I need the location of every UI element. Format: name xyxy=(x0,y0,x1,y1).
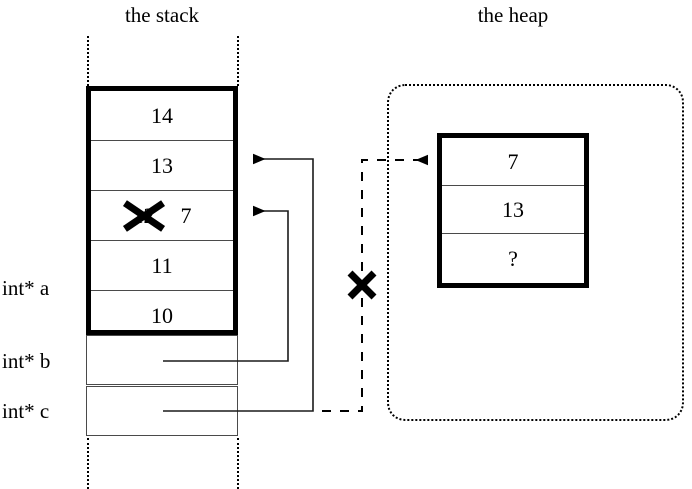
stack-guide-top-left xyxy=(87,36,89,86)
variable-label-c: int* c xyxy=(2,399,50,423)
stack-cell-3: 11 xyxy=(91,241,233,291)
stack-guide-bottom-right xyxy=(237,438,239,489)
stack-slot-b xyxy=(86,335,238,385)
stack-cell-3-value: 11 xyxy=(151,252,173,278)
stack-cell-2: 12 7 xyxy=(91,191,233,241)
stack-box: 14 13 12 7 11 10 xyxy=(86,86,238,335)
heap-cell-1: 13 xyxy=(442,186,584,234)
heap-cell-0-value: 7 xyxy=(507,148,519,174)
stack-cell-1: 13 xyxy=(91,141,233,191)
stack-cell-0: 14 xyxy=(91,91,233,141)
invalidated-pointer-x-icon xyxy=(347,270,377,300)
heap-box: 7 13 ? xyxy=(437,133,589,288)
stack-cell-4-value: 10 xyxy=(151,303,173,328)
stack-cell-2-old-value: 12 xyxy=(122,199,165,232)
stack-cell-2-new-value: 7 xyxy=(180,202,192,228)
stack-cell-0-value: 14 xyxy=(151,102,173,128)
stack-title: the stack xyxy=(124,3,200,27)
stack-cell-1-value: 13 xyxy=(151,152,173,178)
stack-guide-top-right xyxy=(237,36,239,86)
stack-cell-2-edit: 12 7 xyxy=(91,191,233,240)
heap-cell-2-value: ? xyxy=(508,245,518,271)
heap-cell-0: 7 xyxy=(442,138,584,186)
stack-slot-c xyxy=(86,386,238,436)
variable-label-b: int* b xyxy=(2,349,51,373)
stack-guide-bottom-left xyxy=(87,438,89,489)
heap-cell-2: ? xyxy=(442,234,584,283)
variable-label-a: int* a xyxy=(2,276,50,300)
heap-cell-1-value: 13 xyxy=(502,196,524,222)
heap-title: the heap xyxy=(477,3,549,27)
stack-cell-2-old-value-text: 12 xyxy=(132,202,155,228)
stack-cell-4: 10 xyxy=(91,291,233,341)
